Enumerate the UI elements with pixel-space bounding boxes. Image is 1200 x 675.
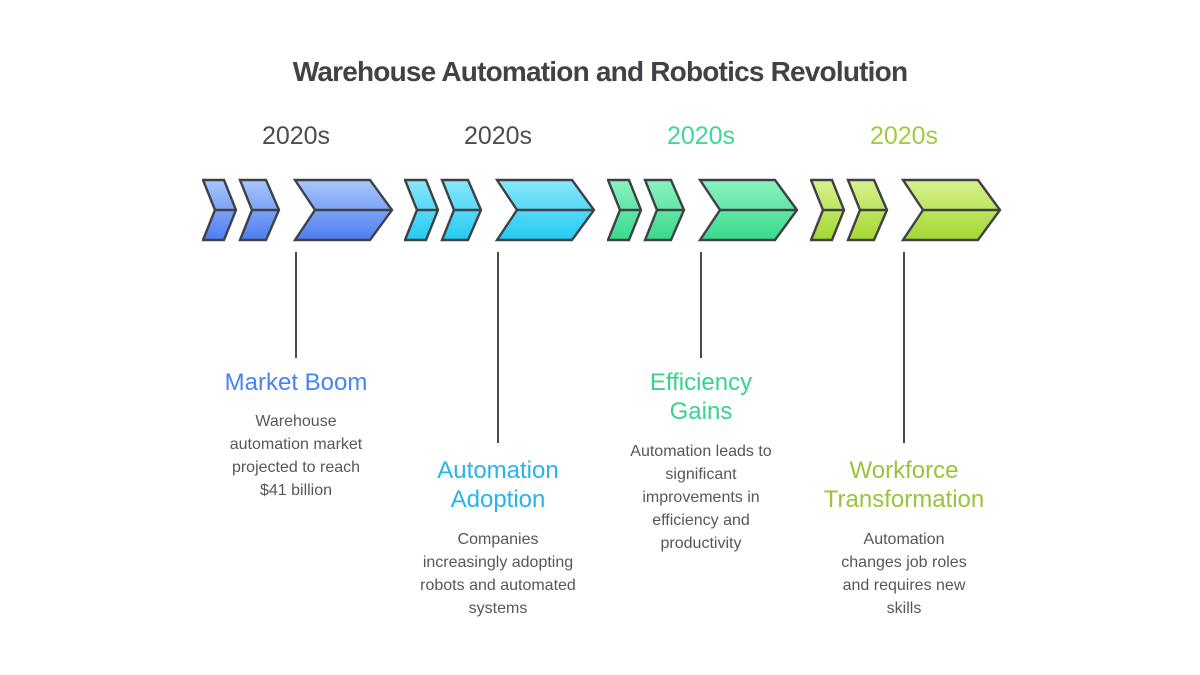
year-label: 2020s bbox=[869, 122, 939, 150]
connector-line bbox=[903, 252, 905, 443]
milestone-description: Companies increasingly adopting robots a… bbox=[420, 531, 576, 617]
timeline-column-workforce-transformation: 2020s Workforce Transformation Automatio… bbox=[804, 0, 1004, 675]
milestone-heading: Automation Adoption bbox=[437, 457, 559, 513]
milestone-heading: Workforce Transformation bbox=[823, 457, 985, 513]
page-title: Warehouse Automation and Robotics Revolu… bbox=[292, 56, 908, 87]
milestone-description: Automation leads to significant improvem… bbox=[630, 443, 772, 552]
timeline-column-market-boom: 2020s Market Boom Warehouse automation m… bbox=[196, 0, 396, 675]
milestone-description: Automation changes job roles and require… bbox=[841, 531, 967, 617]
chevron-arrows-icon bbox=[810, 178, 1002, 242]
connector-line bbox=[497, 252, 499, 443]
year-label: 2020s bbox=[463, 122, 533, 150]
chevron-arrows-icon bbox=[404, 178, 596, 242]
timeline-column-automation-adoption: 2020s Automation Adoption Companies incr… bbox=[398, 0, 598, 675]
milestone-heading: Market Boom bbox=[224, 369, 368, 396]
timeline-column-efficiency-gains: 2020s Efficiency Gains Automation leads … bbox=[601, 0, 801, 675]
milestone-description: Warehouse automation market projected to… bbox=[229, 413, 363, 499]
year-label: 2020s bbox=[666, 122, 736, 150]
year-label: 2020s bbox=[261, 122, 331, 150]
milestone-heading: Efficiency Gains bbox=[649, 369, 753, 425]
connector-line bbox=[295, 252, 297, 358]
connector-line bbox=[700, 252, 702, 358]
chevron-arrows-icon bbox=[607, 178, 799, 242]
chevron-arrows-icon bbox=[202, 178, 394, 242]
